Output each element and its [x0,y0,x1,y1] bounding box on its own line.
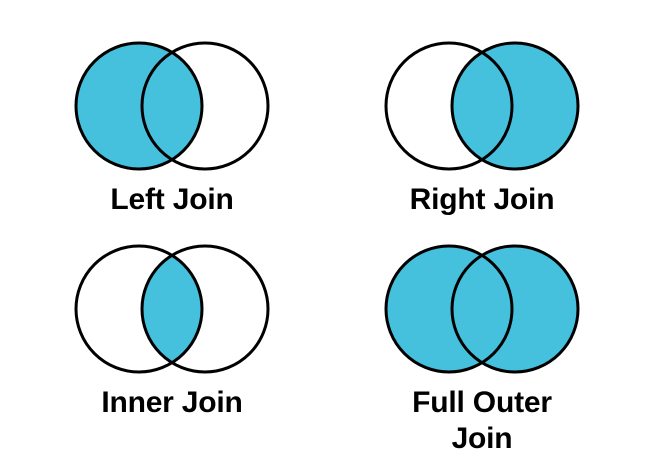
venn-label-full-outer-join: Full Outer Join [412,386,552,455]
venn-circle-left-outline [74,244,204,374]
venn-svg-left-join [74,41,270,171]
venn-label-right-join: Right Join [409,183,555,216]
venn-circle-right-outline [140,41,270,171]
venn-svg-right-join [384,41,580,171]
venn-diagram-right-join [324,36,640,176]
venn-circle-left-outline [74,41,204,171]
venn-cell-left-join: Left Join [14,36,330,216]
venn-circle-right-outline [140,244,270,374]
venn-svg-full-outer-join [384,244,580,374]
venn-diagram-inner-join [14,239,330,379]
venn-cell-inner-join: Inner Join [14,239,330,419]
venn-diagram-left-join [14,36,330,176]
venn-circle-left-outline [384,41,514,171]
venn-circle-right-outline [450,41,580,171]
venn-label-inner-join: Inner Join [101,386,243,419]
venn-label-left-join: Left Join [110,183,234,216]
venn-circle-right [452,246,578,372]
venn-intersection [142,43,202,169]
venn-cell-right-join: Right Join [324,36,640,216]
venn-svg-inner-join [74,244,270,374]
venn-cell-full-outer-join: Full Outer Join [324,239,640,455]
venn-intersection [452,43,512,169]
venn-intersection [142,246,202,372]
venn-diagram-full-outer-join [324,239,640,379]
venn-circle-right-outline [450,244,580,374]
venn-circle-left-outline [384,244,514,374]
